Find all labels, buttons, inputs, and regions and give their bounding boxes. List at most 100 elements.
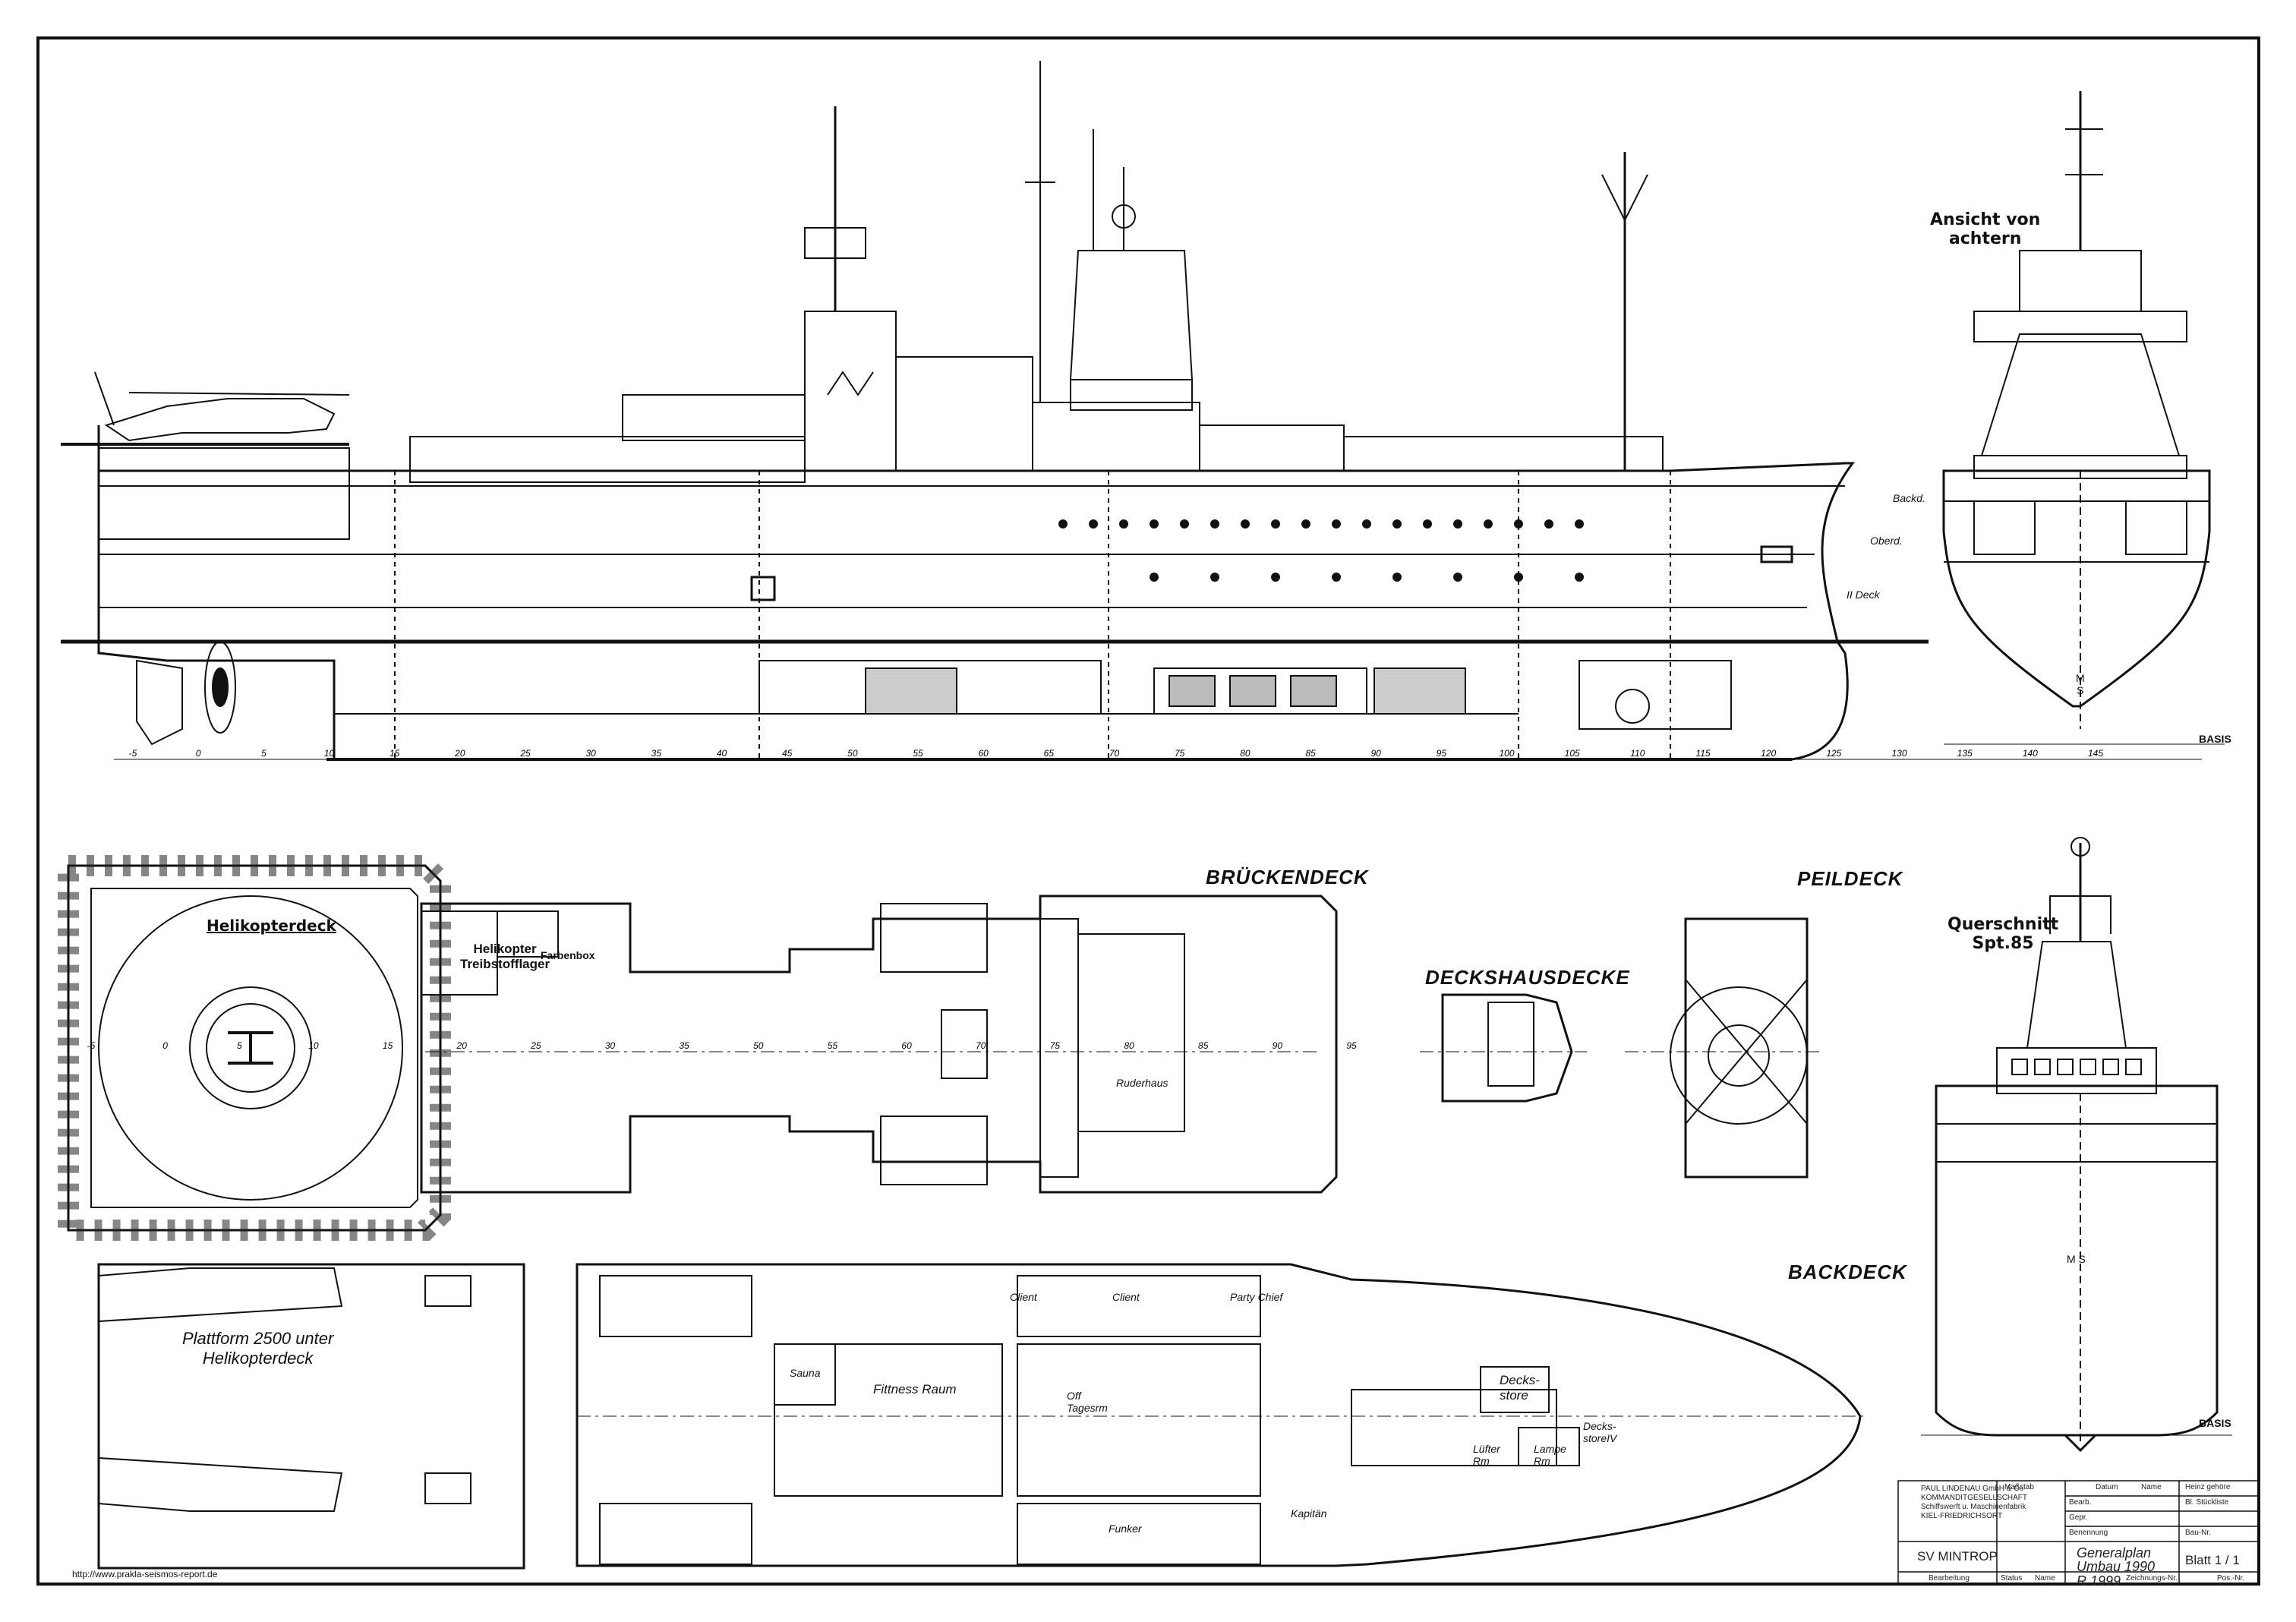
frame-number: 135 — [1957, 748, 1973, 759]
forecastle-deck-level-label: Backd. — [1893, 492, 1925, 504]
sheet-number: Blatt 1 / 1 — [2185, 1553, 2240, 1567]
frame-number: 90 — [1370, 748, 1381, 759]
frame-number: 10 — [308, 1040, 319, 1051]
frame-number: 10 — [323, 748, 335, 759]
frame-number: 20 — [456, 1040, 467, 1051]
frame-number: 60 — [901, 1040, 912, 1051]
document-type: Generalplan — [2077, 1545, 2152, 1560]
frame-number: 120 — [1761, 748, 1777, 759]
frame-number: 140 — [2022, 748, 2038, 759]
upper-deck-level-label: Oberd. — [1870, 535, 1903, 547]
forecastle-deck-plan — [576, 1263, 1868, 1567]
party-chief-label: Party Chief — [1230, 1291, 1283, 1303]
frame-number: 75 — [1049, 1040, 1061, 1051]
helideck-label: Helikopterdeck — [207, 917, 336, 935]
cross-section-view — [1921, 837, 2232, 1453]
hdr-status: Status — [2001, 1574, 2023, 1583]
bridge-deck-title: BRÜCKENDECK — [1206, 866, 1369, 888]
aft-view — [1942, 91, 2225, 745]
sheet-border — [36, 36, 2260, 1586]
frame-number: 15 — [389, 748, 400, 759]
wheelhouse-top-plan — [1420, 993, 1587, 1103]
frame-number: 70 — [976, 1040, 986, 1051]
document-subtitle: Umbau 1990 — [2077, 1559, 2156, 1574]
basis-label-2: BASIS — [2199, 1417, 2231, 1429]
frame-number: 35 — [651, 748, 662, 759]
frame-number: 5 — [260, 748, 266, 759]
side-profile-view — [61, 61, 2202, 761]
company-line-2: KOMMANDITGESELLSCHAFT — [1921, 1494, 2028, 1502]
cross-section-label: Querschnitt Spt.85 — [1948, 915, 2059, 953]
helicopter — [104, 398, 336, 442]
frame-number: 60 — [978, 748, 989, 759]
hdr-heinz: Heinz gehöre — [2185, 1483, 2231, 1491]
paint-locker-label: Farbenbox — [541, 949, 595, 961]
frame-number: 5 — [236, 1040, 242, 1051]
frame-number: 35 — [679, 1040, 689, 1051]
sounding-deck-title: PEILDECK — [1797, 867, 1903, 890]
frame-number: 115 — [1695, 748, 1711, 759]
frame-number: 20 — [455, 748, 465, 759]
frame-number: 90 — [1272, 1040, 1283, 1051]
frame-number: 50 — [753, 1040, 764, 1051]
ms-label-2: M S — [2067, 1253, 2086, 1265]
frame-number: 100 — [1499, 748, 1515, 759]
frame-number: 70 — [1109, 748, 1120, 759]
title-block-company: PAUL LINDENAU GmbH & Co KOMMANDITGESELLS… — [1921, 1485, 2027, 1521]
client-2-label: Client — [1112, 1291, 1140, 1303]
wheelhouse-top-title: DECKSHAUSDECKE — [1425, 966, 1630, 989]
hdr-parts-list: Bl. Stückliste — [2185, 1498, 2229, 1507]
frame-number: 15 — [382, 1040, 393, 1051]
hdr-designation: Benennung — [2069, 1529, 2108, 1537]
company-line-3: Schiffswerft u. Maschinenfabrik — [1921, 1503, 2026, 1511]
title-block — [1897, 1480, 2260, 1585]
heli-fuel-label: Helikopter Treibstofflager — [460, 942, 550, 971]
radio-officer-label: Funker — [1109, 1523, 1142, 1535]
frame-number: 85 — [1198, 1040, 1209, 1051]
frame-number: 105 — [1564, 748, 1580, 759]
hdr-drawn: Bearb. — [2069, 1498, 2092, 1507]
hdr-scale: Maßstab — [2004, 1483, 2034, 1491]
frame-number: 0 — [195, 748, 201, 759]
hdr-checked: Gepr. — [2069, 1513, 2088, 1522]
hdr-date: Datum — [2096, 1483, 2118, 1491]
frame-number: 30 — [585, 748, 596, 759]
fan-room-label: Lüfter Rm — [1473, 1443, 1500, 1467]
frame-number: 75 — [1174, 748, 1185, 759]
frame-number: 85 — [1305, 748, 1316, 759]
drawing-number: R 1999 — [2077, 1573, 2121, 1589]
lamp-room-label: Lampe Rm — [1534, 1443, 1566, 1467]
frame-number: 125 — [1826, 748, 1842, 759]
frame-number: 55 — [827, 1040, 838, 1051]
frame-number: 80 — [1240, 748, 1250, 759]
frame-number: 145 — [2087, 748, 2104, 759]
platform-plan — [97, 1263, 525, 1570]
frame-number: 0 — [162, 1040, 168, 1051]
bridge-deck-plan — [420, 895, 1338, 1194]
hdr-pos-no: Pos.-Nr. — [2217, 1574, 2245, 1583]
frame-number: 25 — [531, 1040, 541, 1051]
deck-store-4-label: Decks- storeIV — [1583, 1420, 1617, 1444]
hdr-name-2: Name — [2035, 1574, 2055, 1583]
deck-store-label: Decks- store — [1500, 1373, 1540, 1403]
rudder-house-label: Ruderhaus — [1116, 1077, 1168, 1089]
officer-dayroom-label: Off Tagesrm — [1067, 1390, 1108, 1414]
frame-number: 130 — [1891, 748, 1907, 759]
frame-number: 55 — [913, 748, 923, 759]
portholes — [1058, 519, 1584, 582]
sauna-label: Sauna — [790, 1367, 821, 1379]
frame-number: 30 — [604, 1040, 616, 1051]
basis-label-1: BASIS — [2199, 733, 2231, 745]
cross-section-windows — [2011, 1059, 2142, 1075]
ship-name: SV MINTROP — [1917, 1549, 1998, 1564]
frame-number: 50 — [847, 748, 858, 759]
frame-number: -5 — [128, 748, 137, 759]
hdr-drawing-no: Zeichnungs-Nr. — [2126, 1574, 2178, 1583]
frame-number: 80 — [1124, 1040, 1134, 1051]
fitness-room-label: Fittness Raum — [873, 1382, 957, 1396]
company-line-1: PAUL LINDENAU GmbH & Co — [1921, 1485, 2024, 1493]
hdr-revision: Bearbeitung — [1929, 1574, 1970, 1583]
